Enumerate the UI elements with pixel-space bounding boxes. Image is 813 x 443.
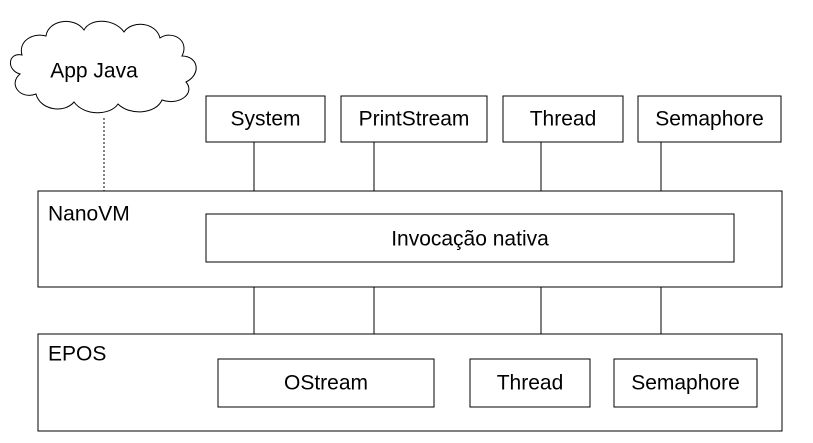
native-invocation-label: Invocação nativa — [391, 228, 549, 251]
java-class-printstream: PrintStream — [340, 95, 488, 143]
native-invocation-box — [205, 213, 735, 263]
java-class-thread: Thread — [502, 95, 624, 143]
java-class-label: PrintStream — [359, 108, 470, 131]
cloud-shape — [10, 20, 197, 114]
java-class-label: System — [230, 108, 300, 131]
epos-component-semaphore: Semaphore — [613, 358, 758, 408]
java-class-label: Semaphore — [655, 108, 764, 131]
epos-layer: EPOS OStream Thread Semaphore — [37, 333, 783, 432]
app-java-cloud: App Java — [10, 20, 197, 114]
app-java-label: App Java — [50, 60, 138, 83]
java-class-semaphore: Semaphore — [637, 95, 782, 143]
epos-component-label: Thread — [497, 372, 564, 395]
java-class-row: System PrintStream Thread Semaphore — [205, 95, 782, 143]
epos-component-ostream: OStream — [217, 358, 435, 408]
java-class-label: Thread — [530, 108, 597, 131]
epos-component-thread: Thread — [469, 358, 591, 408]
nanovm-layer: NanoVM Invocação nativa — [37, 190, 783, 288]
epos-component-label: Semaphore — [631, 372, 740, 395]
java-class-system: System — [205, 95, 326, 143]
nanovm-label: NanoVM — [48, 203, 130, 226]
epos-label: EPOS — [48, 343, 106, 366]
epos-component-label: OStream — [284, 372, 368, 395]
